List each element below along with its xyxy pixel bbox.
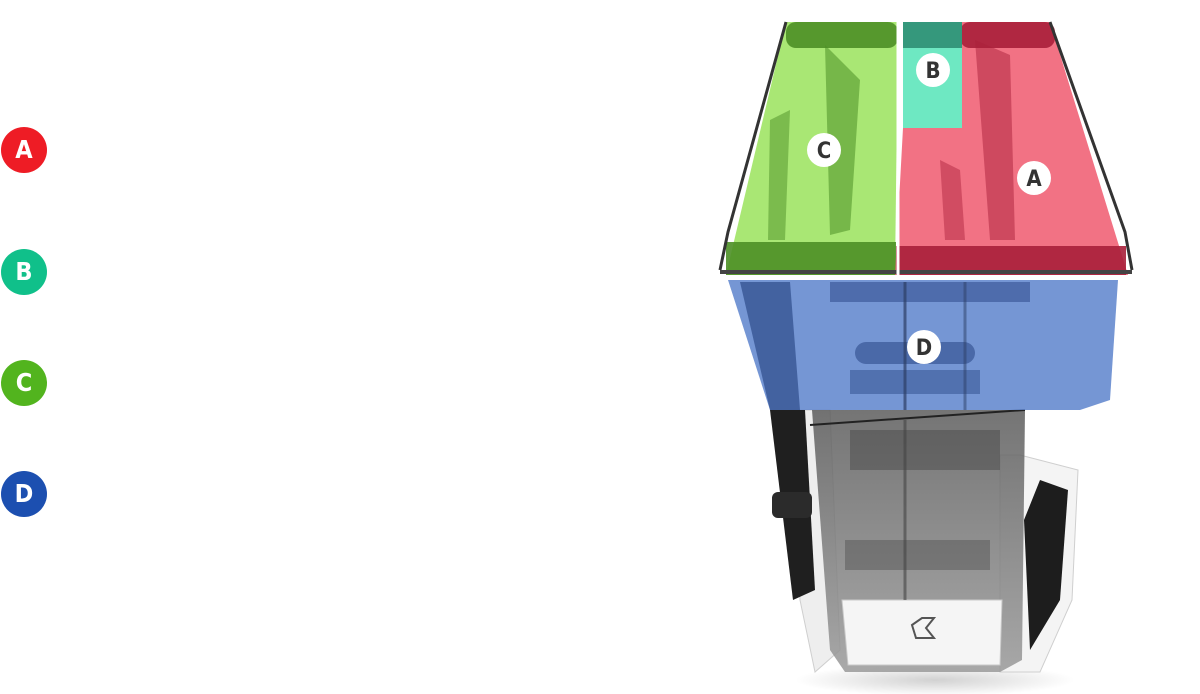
legend-badge-c: C <box>1 360 47 406</box>
zone-a: A <box>895 22 1128 275</box>
case-top-frame <box>718 15 1134 275</box>
zone-a-marker <box>1017 161 1051 195</box>
zone-c-label: C <box>817 139 832 164</box>
zone-d: D <box>728 280 1118 410</box>
zone-b-label: B <box>925 59 940 84</box>
zone-c-marker <box>807 133 841 167</box>
zone-d-label: D <box>916 336 932 361</box>
case-lower-body <box>770 409 1079 673</box>
zone-b: B <box>903 22 962 128</box>
legend-badge-b: B <box>1 249 47 295</box>
zone-a-label: A <box>1026 167 1042 192</box>
zone-b-marker <box>916 53 950 87</box>
legend-badge-d: D <box>1 471 47 517</box>
legend-badge-a: A <box>1 127 47 173</box>
zone-c: C <box>726 22 898 275</box>
zone-d-marker <box>907 330 941 364</box>
